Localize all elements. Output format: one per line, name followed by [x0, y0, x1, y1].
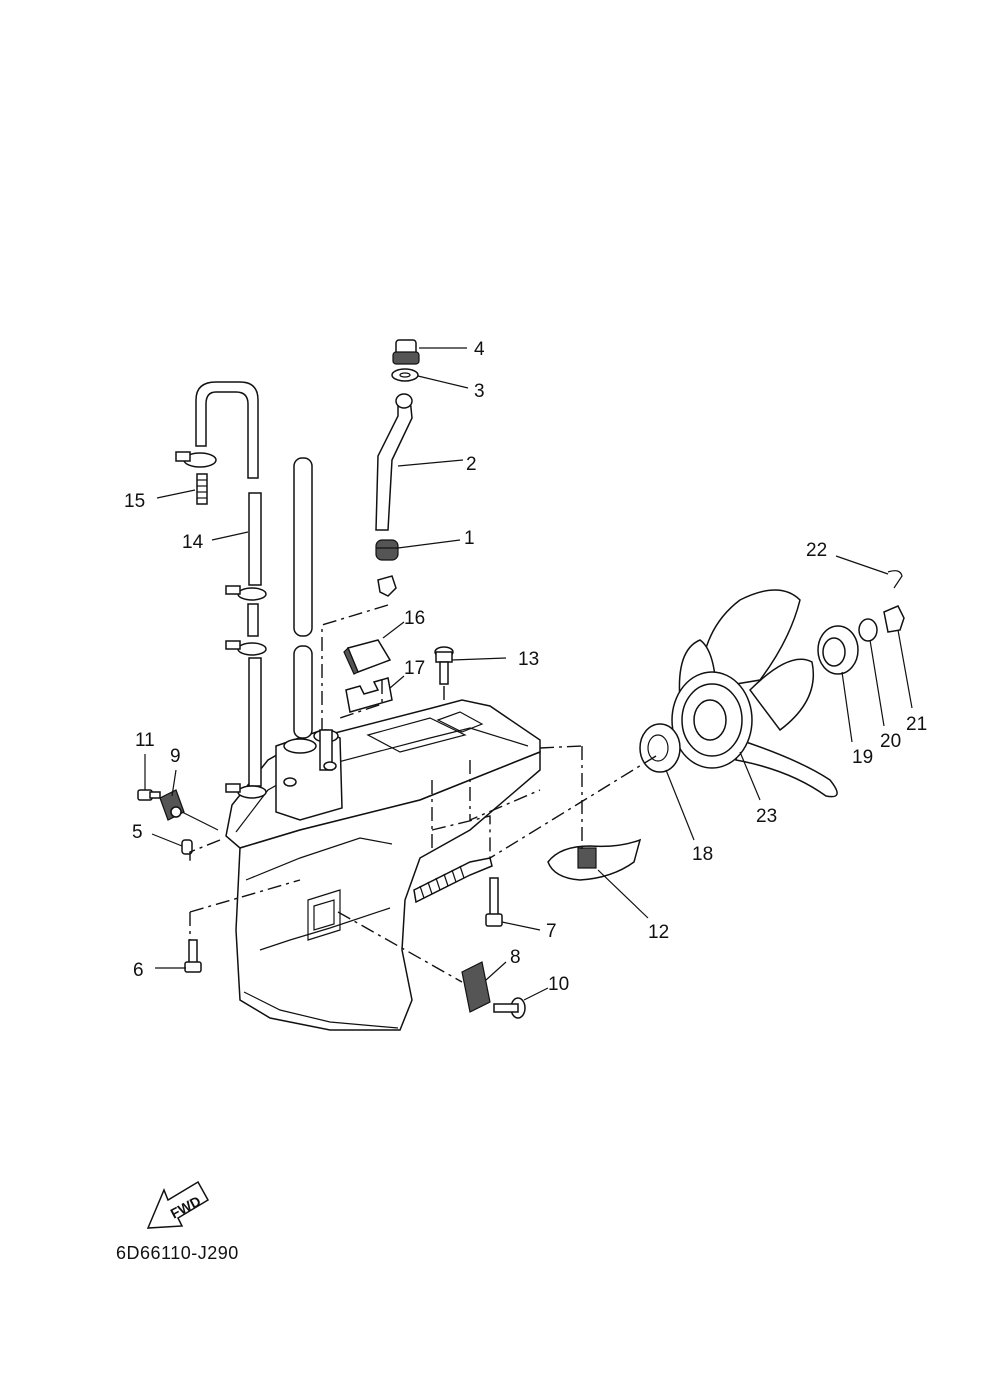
- part-21-nut: [883, 605, 905, 633]
- callout-9: 9: [170, 746, 181, 767]
- part-5-dowel: [181, 839, 193, 855]
- assembly-lines: [189, 604, 657, 983]
- callout-11: 11: [135, 730, 155, 751]
- callout-20: 20: [880, 731, 901, 752]
- part-18-spacer: [639, 723, 681, 773]
- callout-2: 2: [466, 454, 477, 475]
- callout-12: 12: [648, 922, 669, 943]
- part-2-pipe: [375, 397, 413, 531]
- callout-23: 23: [756, 806, 777, 827]
- shafts: [195, 381, 313, 787]
- callout-17: 17: [404, 658, 425, 679]
- callout-16: 16: [404, 608, 425, 629]
- callout-13: 13: [518, 649, 539, 670]
- part-9-plate: [159, 789, 185, 821]
- callout-4: 4: [474, 339, 485, 360]
- drawing-code: 6D66110-J290: [116, 1243, 239, 1263]
- small-parts: [137, 339, 642, 1019]
- part-15-nipple: [175, 451, 217, 505]
- callout-15: 15: [124, 491, 145, 512]
- part-22-pin: [887, 570, 903, 589]
- part-23-propeller: [671, 589, 838, 798]
- part-13-bolt: [434, 646, 454, 685]
- callout-14: 14: [182, 532, 204, 553]
- callout-10: 10: [548, 974, 569, 995]
- part-7-bolt: [485, 877, 503, 927]
- callout-3: 3: [474, 381, 485, 402]
- callout-18: 18: [692, 844, 713, 865]
- callout-19: 19: [852, 747, 873, 768]
- callout-8: 8: [510, 947, 521, 968]
- part-3-washer: [391, 368, 419, 382]
- part-8-anode: [461, 961, 491, 1013]
- part-12-fin: [547, 838, 642, 881]
- callout-7: 7: [546, 921, 557, 942]
- part-19-washer: [817, 625, 859, 675]
- leader-lines: [144, 347, 913, 1001]
- propeller-group: [639, 570, 905, 798]
- part-10-screw: [493, 997, 526, 1019]
- callout-6: 6: [133, 960, 144, 981]
- callout-21: 21: [906, 714, 927, 735]
- callout-1: 1: [464, 528, 475, 549]
- part-4-plug: [392, 339, 420, 365]
- callout-5: 5: [132, 822, 143, 843]
- callout-22: 22: [806, 540, 827, 561]
- callouts: 4 3 2 1 15 14 16 17 13 11 9 5 6 7 8 10 1…: [124, 339, 927, 995]
- part-20-spacer: [858, 618, 878, 642]
- fwd-arrow-icon: FWD: [146, 1180, 210, 1229]
- part-6-bolt: [184, 939, 202, 973]
- part-11-bolt: [137, 789, 161, 801]
- part-1-grommet: [375, 539, 399, 561]
- part-17-bracket: [345, 677, 393, 713]
- lower-casing: [225, 699, 541, 1031]
